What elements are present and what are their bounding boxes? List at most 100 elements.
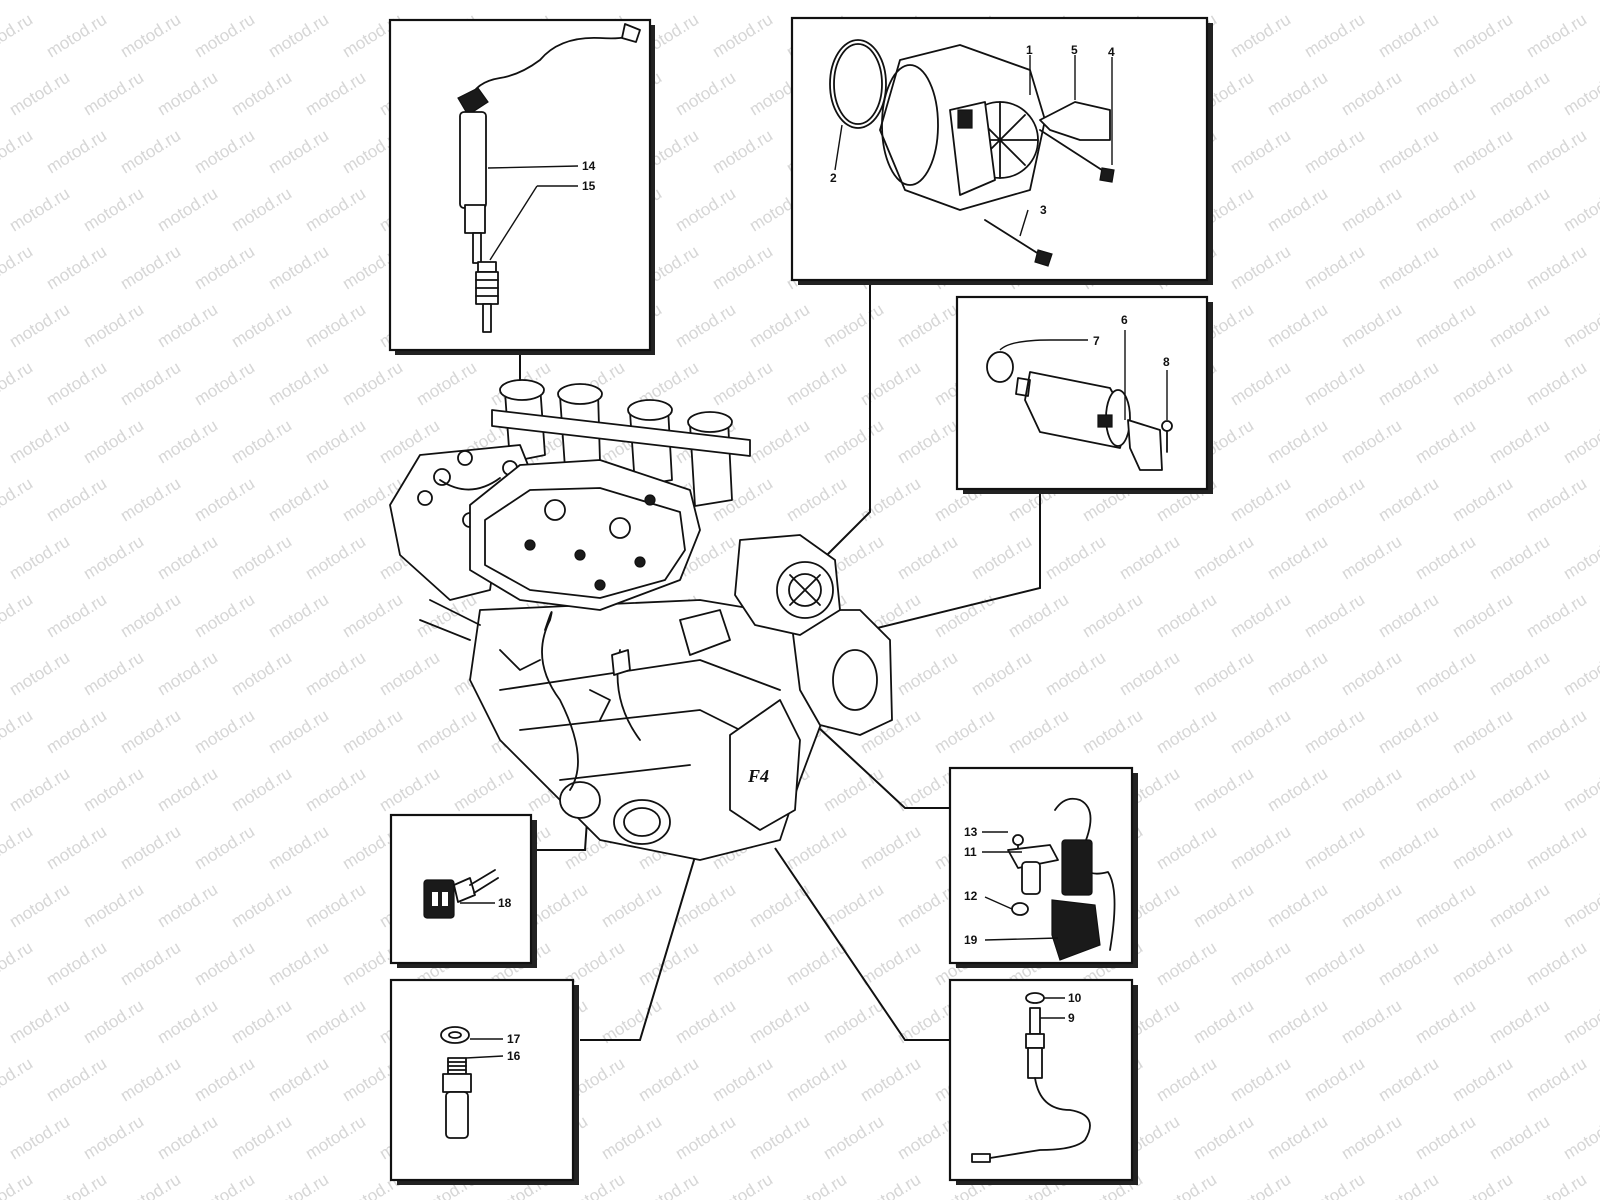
watermark-text: motod.ru <box>228 996 295 1048</box>
watermark-text: motod.ru <box>1412 184 1479 236</box>
part-label-16: 16 <box>507 1049 521 1063</box>
watermark-text: motod.ru <box>1153 590 1220 642</box>
watermark-text: motod.ru <box>1190 648 1257 700</box>
watermark-text: motod.ru <box>154 648 221 700</box>
watermark-text: motod.ru <box>1301 822 1368 874</box>
watermark-text: motod.ru <box>524 0 591 3</box>
watermark-text: motod.ru <box>1301 706 1368 758</box>
watermark-text: motod.ru <box>1412 416 1479 468</box>
watermark-text: motod.ru <box>1301 242 1368 294</box>
watermark-text: motod.ru <box>1264 880 1331 932</box>
watermark-text: motod.ru <box>265 822 332 874</box>
watermark-text: motod.ru <box>154 880 221 932</box>
watermark-text: motod.ru <box>672 0 739 3</box>
watermark-text: motod.ru <box>746 0 813 3</box>
part-label-18: 18 <box>498 896 512 910</box>
watermark-text: motod.ru <box>1523 1054 1590 1106</box>
watermark-text: motod.ru <box>1560 0 1600 3</box>
engine-illustration: F4 <box>389 379 893 861</box>
watermark-text: motod.ru <box>376 648 443 700</box>
watermark-text: motod.ru <box>1486 648 1553 700</box>
watermark-text: motod.ru <box>1449 474 1516 526</box>
watermark-text: motod.ru <box>43 1170 110 1200</box>
watermark-text: motod.ru <box>1523 706 1590 758</box>
watermark-text: motod.ru <box>672 996 739 1048</box>
watermark-text: motod.ru <box>302 996 369 1048</box>
watermark-text: motod.ru <box>709 242 776 294</box>
watermark-text: motod.ru <box>1486 0 1553 3</box>
part-label-1: 1 <box>1026 43 1033 57</box>
watermark-text: motod.ru <box>1449 10 1516 62</box>
watermark-text: motod.ru <box>265 474 332 526</box>
part-label-12: 12 <box>964 889 978 903</box>
watermark-text: motod.ru <box>1486 416 1553 468</box>
watermark-text: motod.ru <box>1523 358 1590 410</box>
part-label-15: 15 <box>582 179 596 193</box>
box-pressure-sensor: 10 9 <box>948 978 1138 1185</box>
watermark-text: motod.ru <box>598 0 665 3</box>
watermark-text: motod.ru <box>820 996 887 1048</box>
watermark-text: motod.ru <box>1116 648 1183 700</box>
watermark-text: motod.ru <box>302 532 369 584</box>
watermark-text: motod.ru <box>1338 0 1405 3</box>
watermark-text: motod.ru <box>1486 880 1553 932</box>
watermark-text: motod.ru <box>672 184 739 236</box>
watermark-text: motod.ru <box>1486 764 1553 816</box>
watermark-text: motod.ru <box>265 126 332 178</box>
watermark-text: motod.ru <box>1412 300 1479 352</box>
watermark-text: motod.ru <box>117 706 184 758</box>
watermark-text: motod.ru <box>80 1112 147 1164</box>
watermark-text: motod.ru <box>0 126 36 178</box>
watermark-text: motod.ru <box>117 938 184 990</box>
watermark-text: motod.ru <box>1227 590 1294 642</box>
watermark-text: motod.ru <box>228 0 295 3</box>
watermark-text: motod.ru <box>339 706 406 758</box>
watermark-text: motod.ru <box>783 474 850 526</box>
watermark-text: motod.ru <box>1560 300 1600 352</box>
watermark-text: motod.ru <box>1301 1054 1368 1106</box>
watermark-text: motod.ru <box>117 10 184 62</box>
watermark-text: motod.ru <box>43 10 110 62</box>
watermark-text: motod.ru <box>413 706 480 758</box>
watermark-text: motod.ru <box>43 1054 110 1106</box>
watermark-text: motod.ru <box>228 300 295 352</box>
watermark-text: motod.ru <box>302 68 369 120</box>
watermark-text: motod.ru <box>857 938 924 990</box>
watermark-text: motod.ru <box>820 0 887 3</box>
watermark-text: motod.ru <box>1412 0 1479 3</box>
watermark-text: motod.ru <box>1412 532 1479 584</box>
watermark-text: motod.ru <box>1412 996 1479 1048</box>
watermark-text: motod.ru <box>1560 648 1600 700</box>
watermark-text: motod.ru <box>1412 764 1479 816</box>
watermark-text: motod.ru <box>894 300 961 352</box>
watermark-text: motod.ru <box>228 68 295 120</box>
watermark-text: motod.ru <box>117 1054 184 1106</box>
watermark-text: motod.ru <box>894 416 961 468</box>
part-label-11: 11 <box>964 845 977 859</box>
watermark-text: motod.ru <box>1523 126 1590 178</box>
watermark-text: motod.ru <box>1486 996 1553 1048</box>
f4-logo: F4 <box>747 766 769 786</box>
watermark-text: motod.ru <box>265 1054 332 1106</box>
oil-filter <box>613 799 671 845</box>
part-label-17: 17 <box>507 1032 521 1046</box>
watermark-text: motod.ru <box>1301 938 1368 990</box>
watermark-text: motod.ru <box>413 358 480 410</box>
watermark-text: motod.ru <box>1523 938 1590 990</box>
watermark-text: motod.ru <box>1375 822 1442 874</box>
watermark-text: motod.ru <box>598 880 665 932</box>
watermark-text: motod.ru <box>783 1170 850 1200</box>
watermark-text: motod.ru <box>1560 532 1600 584</box>
watermark-text: motod.ru <box>931 590 998 642</box>
watermark-text: motod.ru <box>302 648 369 700</box>
watermark-text: motod.ru <box>228 880 295 932</box>
watermark-text: motod.ru <box>1190 880 1257 932</box>
watermark-text: motod.ru <box>117 822 184 874</box>
watermark-text: motod.ru <box>1449 938 1516 990</box>
watermark-text: motod.ru <box>783 1054 850 1106</box>
watermark-text: motod.ru <box>265 590 332 642</box>
watermark-text: motod.ru <box>1560 184 1600 236</box>
watermark-text: motod.ru <box>265 706 332 758</box>
watermark-text: motod.ru <box>191 10 258 62</box>
watermark-text: motod.ru <box>1449 706 1516 758</box>
